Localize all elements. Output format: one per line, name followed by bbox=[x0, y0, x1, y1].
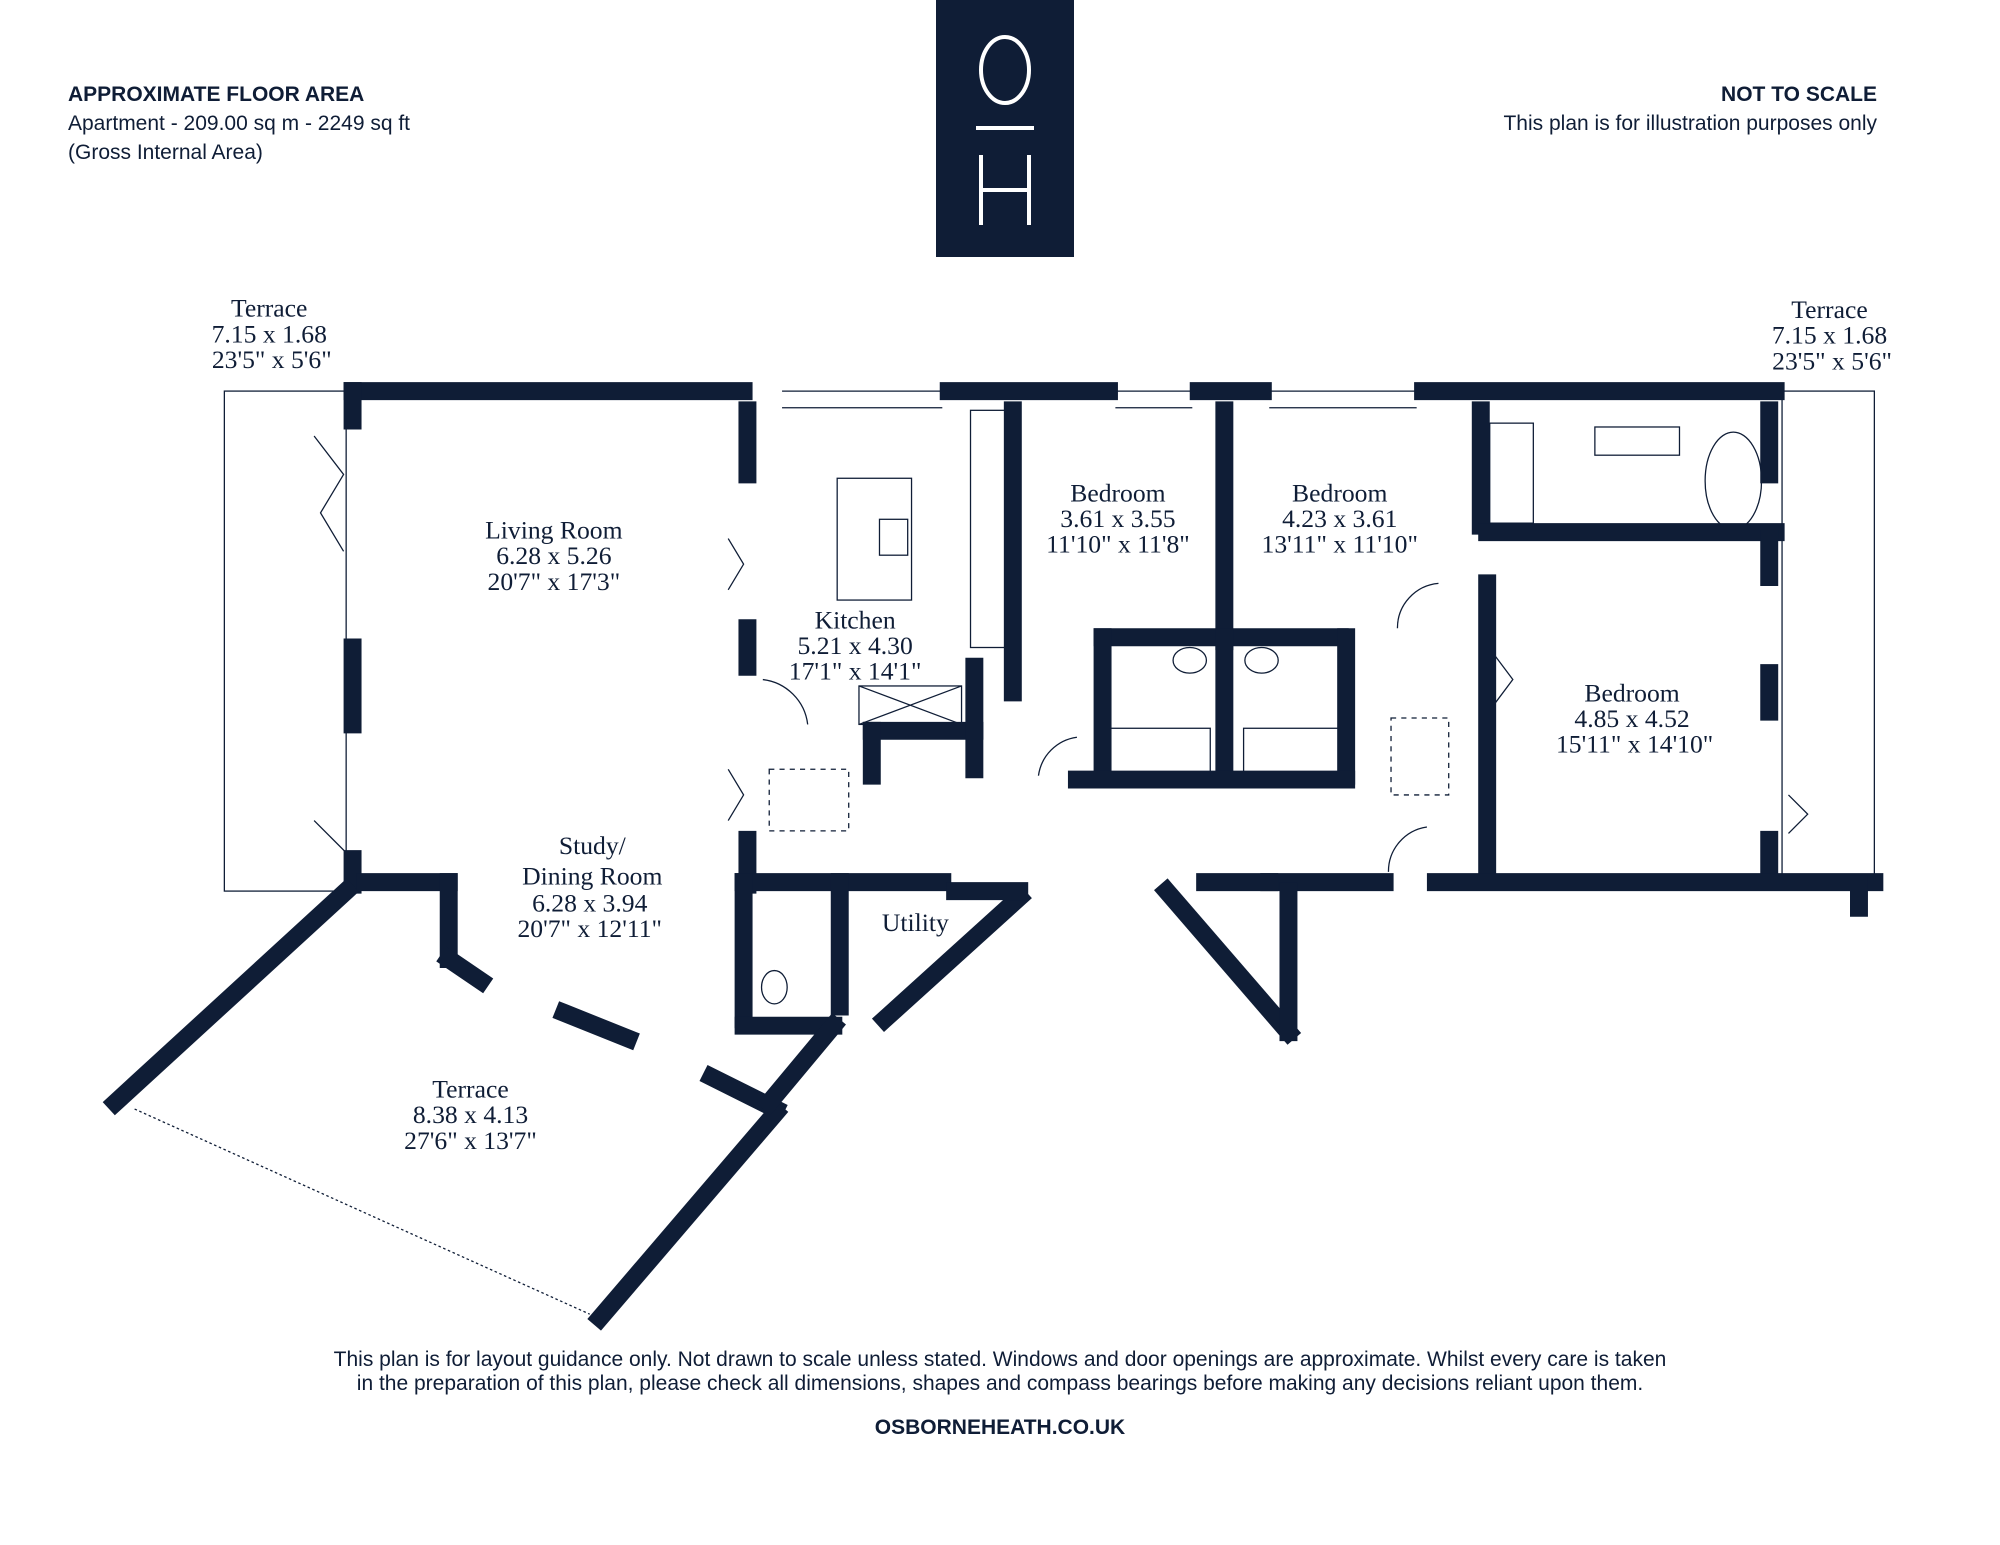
svg-text:Utility: Utility bbox=[882, 908, 949, 937]
svg-text:Terrace: Terrace bbox=[1791, 295, 1867, 324]
kitchen-island bbox=[836, 477, 913, 601]
room-label-terrace-main: Terrace 8.38 x 4.13 27'6" x 13'7" bbox=[404, 1075, 537, 1155]
floor-area-note: (Gross Internal Area) bbox=[68, 141, 263, 164]
svg-text:5.21 x 4.30: 5.21 x 4.30 bbox=[797, 631, 912, 660]
svg-text:4.85 x 4.52: 4.85 x 4.52 bbox=[1574, 704, 1689, 733]
svg-text:Kitchen: Kitchen bbox=[815, 605, 896, 634]
room-label-study-dining: Study/ Dining Room 6.28 x 3.94 20'7" x 1… bbox=[517, 831, 662, 943]
svg-text:Terrace: Terrace bbox=[231, 294, 307, 323]
svg-text:7.15 x 1.68: 7.15 x 1.68 bbox=[212, 319, 327, 348]
scale-note: This plan is for illustration purposes o… bbox=[1503, 112, 1877, 135]
room-label-bedroom-1: Bedroom 3.61 x 3.55 11'10" x 11'8" bbox=[1046, 478, 1190, 558]
svg-text:6.28 x 3.94: 6.28 x 3.94 bbox=[532, 889, 648, 918]
svg-text:11'10" x 11'8": 11'10" x 11'8" bbox=[1046, 530, 1190, 559]
room-label-bedroom-3: Bedroom 4.85 x 4.52 15'11" x 14'10" bbox=[1556, 678, 1713, 758]
svg-text:7.15 x 1.68: 7.15 x 1.68 bbox=[1772, 321, 1887, 350]
room-label-utility: Utility bbox=[882, 908, 949, 937]
disclaimer: This plan is for layout guidance only. N… bbox=[0, 1348, 2000, 1396]
svg-text:13'11" x 11'10": 13'11" x 11'10" bbox=[1262, 530, 1418, 559]
room-label-living-room: Living Room 6.28 x 5.26 20'7" x 17'3" bbox=[485, 516, 622, 596]
floor-area-summary: APPROXIMATE FLOOR AREA Apartment - 209.0… bbox=[68, 80, 410, 167]
svg-text:Terrace: Terrace bbox=[432, 1075, 508, 1104]
svg-text:Dining Room: Dining Room bbox=[522, 862, 662, 891]
scale-title: NOT TO SCALE bbox=[1721, 83, 1877, 106]
disclaimer-line-2: in the preparation of this plan, please … bbox=[356, 1372, 1644, 1395]
floor-area-value: Apartment - 209.00 sq m - 2249 sq ft bbox=[68, 112, 411, 135]
svg-text:23'5" x 5'6": 23'5" x 5'6" bbox=[1772, 346, 1892, 375]
svg-text:17'1" x 14'1": 17'1" x 14'1" bbox=[789, 657, 922, 686]
svg-text:Bedroom: Bedroom bbox=[1070, 478, 1165, 507]
website-link[interactable]: OSBORNEHEATH.CO.UK bbox=[874, 1416, 1126, 1439]
svg-text:4.23 x 3.61: 4.23 x 3.61 bbox=[1282, 504, 1397, 533]
osborne-heath-logo bbox=[936, 0, 1074, 257]
room-label-terrace-right: Terrace 7.15 x 1.68 23'5" x 5'6" bbox=[1772, 295, 1892, 375]
svg-text:Living Room: Living Room bbox=[485, 516, 622, 545]
svg-text:20'7" x 12'11": 20'7" x 12'11" bbox=[517, 914, 662, 943]
room-labels: Terrace 7.15 x 1.68 23'5" x 5'6" Terrace… bbox=[212, 294, 1892, 1155]
svg-text:Bedroom: Bedroom bbox=[1584, 678, 1679, 707]
room-label-bedroom-2: Bedroom 4.23 x 3.61 13'11" x 11'10" bbox=[1262, 478, 1418, 558]
room-label-terrace-left: Terrace 7.15 x 1.68 23'5" x 5'6" bbox=[212, 294, 332, 374]
disclaimer-line-1: This plan is for layout guidance only. N… bbox=[333, 1348, 1667, 1371]
svg-text:27'6" x 13'7": 27'6" x 13'7" bbox=[404, 1126, 537, 1155]
right-terrace-outline bbox=[1781, 390, 1876, 886]
svg-text:8.38 x 4.13: 8.38 x 4.13 bbox=[413, 1100, 528, 1129]
svg-text:3.61 x 3.55: 3.61 x 3.55 bbox=[1060, 504, 1175, 533]
svg-text:Bedroom: Bedroom bbox=[1292, 478, 1387, 507]
left-terrace-outline bbox=[223, 390, 347, 892]
walls bbox=[102, 382, 1884, 1331]
scale-notice: NOT TO SCALE This plan is for illustrati… bbox=[1503, 80, 1877, 138]
svg-text:Study/: Study/ bbox=[559, 831, 627, 860]
svg-text:15'11" x 14'10": 15'11" x 14'10" bbox=[1556, 730, 1713, 759]
svg-text:6.28 x 5.26: 6.28 x 5.26 bbox=[496, 541, 612, 570]
svg-text:20'7" x 17'3": 20'7" x 17'3" bbox=[488, 567, 621, 596]
svg-text:23'5" x 5'6": 23'5" x 5'6" bbox=[212, 345, 332, 374]
room-label-kitchen: Kitchen 5.21 x 4.30 17'1" x 14'1" bbox=[789, 605, 922, 685]
floor-area-title: APPROXIMATE FLOOR AREA bbox=[68, 83, 365, 106]
